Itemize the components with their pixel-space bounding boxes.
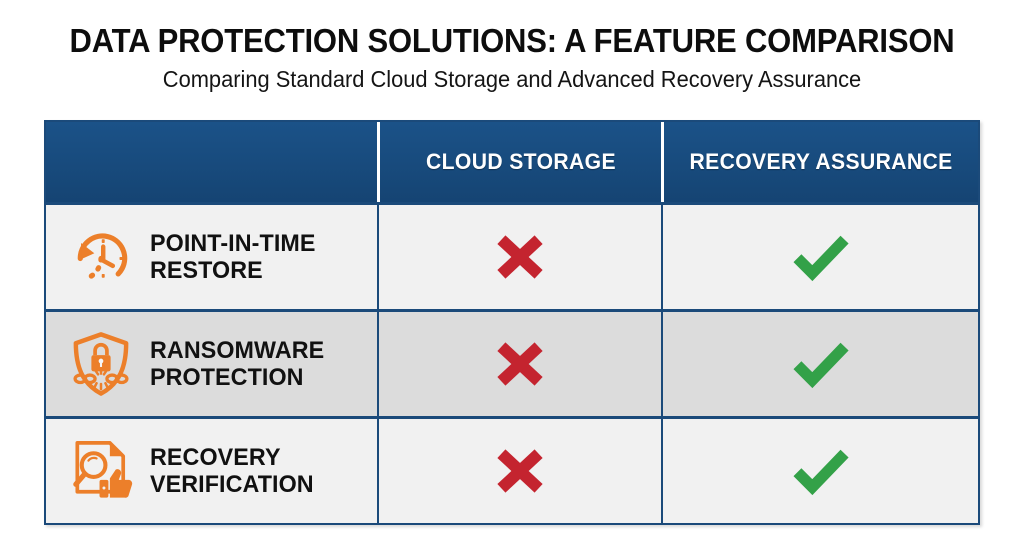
cross-mark-icon [497, 449, 543, 493]
feature-label: POINT-IN-TIME RESTORE [150, 230, 316, 284]
table-row: RECOVERY VERIFICATION [46, 416, 978, 523]
shield-lock-broken-chain-icon [73, 332, 129, 396]
feature-comparison-table: CLOUD STORAGE RECOVERY ASSURANCE [44, 120, 980, 525]
header-cell-cloud-storage: CLOUD STORAGE [377, 122, 661, 202]
feature-label: RANSOMWARE PROTECTION [150, 337, 324, 391]
cross-mark-icon [497, 342, 543, 386]
cloud-storage-cell [377, 419, 661, 523]
check-mark-icon [792, 449, 849, 496]
clock-restore-icon [77, 233, 128, 283]
page-title: DATA PROTECTION SOLUTIONS: A FEATURE COM… [69, 22, 955, 59]
title-block: DATA PROTECTION SOLUTIONS: A FEATURE COM… [0, 22, 1024, 93]
document-magnifier-thumbsup-icon [73, 441, 133, 498]
table-row: POINT-IN-TIME RESTORE [46, 202, 978, 309]
feature-label: RECOVERY VERIFICATION [150, 444, 314, 498]
recovery-assurance-cell [661, 205, 978, 309]
feature-cell: POINT-IN-TIME RESTORE [46, 205, 377, 309]
recovery-assurance-cell [661, 419, 978, 523]
header-recovery-assurance-label: RECOVERY ASSURANCE [689, 149, 953, 174]
cloud-storage-cell [377, 205, 661, 309]
feature-label-line2: VERIFICATION [150, 471, 314, 498]
table-row: RANSOMWARE PROTECTION [46, 309, 978, 416]
recovery-assurance-cell [661, 312, 978, 416]
header-cell-feature [46, 122, 377, 202]
feature-cell: RANSOMWARE PROTECTION [46, 312, 377, 416]
feature-label-line1: RECOVERY [150, 444, 281, 471]
feature-cell: RECOVERY VERIFICATION [46, 419, 377, 523]
feature-label-line1: POINT-IN-TIME [150, 230, 316, 257]
feature-label-line1: RANSOMWARE [150, 337, 325, 364]
cloud-storage-cell [377, 312, 661, 416]
feature-label-line2: RESTORE [150, 257, 263, 284]
check-mark-icon [792, 342, 849, 389]
header-cloud-storage-label: CLOUD STORAGE [425, 149, 616, 174]
table-header-row: CLOUD STORAGE RECOVERY ASSURANCE [46, 122, 978, 202]
feature-label-line2: PROTECTION [150, 364, 304, 391]
check-mark-icon [792, 235, 849, 282]
cross-mark-icon [497, 235, 543, 279]
page-subtitle: Comparing Standard Cloud Storage and Adv… [162, 66, 862, 92]
header-cell-recovery-assurance: RECOVERY ASSURANCE [661, 122, 978, 202]
